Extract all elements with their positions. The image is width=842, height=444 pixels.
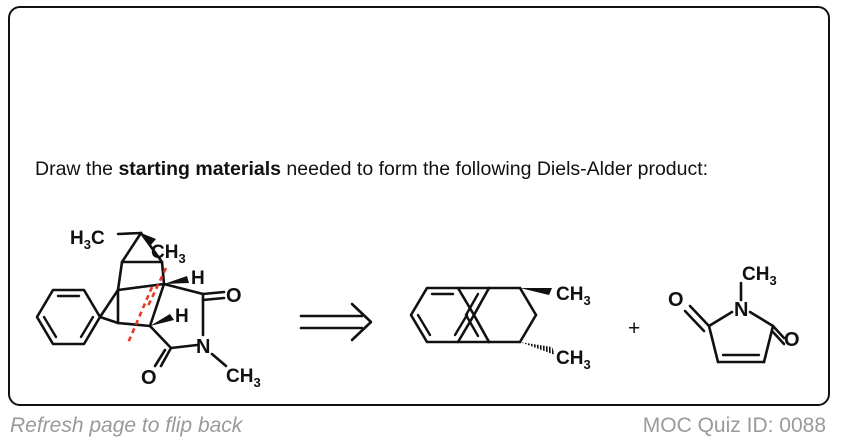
bond [210, 352, 228, 368]
bond [762, 324, 775, 364]
bond [153, 348, 167, 368]
quiz-card [8, 6, 830, 406]
diene-benzene-ring [409, 286, 476, 344]
label-dienophile-o-right: O [784, 329, 800, 351]
question-suffix: needed to form the following Diels-Alder… [281, 158, 709, 180]
bond [116, 321, 152, 328]
label-h3c: H3C [70, 228, 105, 252]
label-ch3-top: CH3 [151, 242, 186, 266]
bond [120, 231, 143, 264]
label-diene-ch3-upper: CH3 [556, 284, 591, 308]
bond [148, 282, 166, 328]
wedge-bond [141, 233, 156, 246]
bond [472, 313, 491, 344]
label-h-upper: H [191, 268, 205, 289]
label-dienophile-ch3: CH3 [742, 264, 777, 288]
bond [707, 324, 720, 364]
flip-back-hint: Refresh page to flip back [10, 414, 243, 437]
plus-sign: + [628, 317, 640, 340]
diels-alder-product: H3C CH3 H H O O N CH3 [35, 228, 261, 390]
label-dienophile-o-left: O [668, 289, 684, 311]
label-o-upper: O [226, 285, 242, 307]
bond [160, 260, 166, 286]
question-prefix: Draw the [35, 158, 119, 180]
label-dienophile-n: N [734, 299, 748, 321]
product-benzene-ring [35, 288, 102, 346]
bond [472, 286, 491, 317]
retrosynthesis-arrow [299, 302, 373, 342]
bond [771, 324, 786, 340]
bond [116, 282, 166, 292]
bond [771, 330, 786, 346]
question-text: Draw the starting materials needed to fo… [35, 158, 708, 181]
label-h-lower: H [175, 306, 189, 327]
bond [116, 231, 143, 236]
question-emphasis: starting materials [118, 158, 282, 180]
label-o-lower: O [141, 367, 157, 389]
wedge-bond [164, 276, 189, 284]
bond [159, 346, 173, 368]
bond [518, 313, 538, 344]
diene-structure: CH3 CH3 [409, 284, 591, 372]
dienophile-structure: CH3 N O O [668, 264, 800, 364]
label-n-ch3: CH3 [226, 366, 261, 390]
bond [162, 282, 205, 296]
bond [201, 296, 226, 302]
bond [98, 288, 120, 319]
bond [683, 309, 706, 333]
quiz-id: MOC Quiz ID: 0088 [642, 414, 826, 437]
wedge-bond [150, 314, 174, 326]
wedge-bond [520, 288, 552, 295]
bond [707, 310, 734, 328]
bond [201, 290, 226, 296]
label-diene-ch3-lower: CH3 [556, 348, 591, 372]
bond [518, 286, 538, 317]
bond [98, 315, 120, 325]
retro-cut-line [126, 286, 154, 344]
bond [169, 343, 199, 350]
hash-bond [520, 342, 555, 355]
bond [116, 260, 124, 292]
bond [688, 304, 711, 328]
bond [748, 310, 775, 328]
retro-cut-line [146, 267, 168, 307]
label-n: N [196, 336, 210, 358]
bond [148, 324, 173, 350]
